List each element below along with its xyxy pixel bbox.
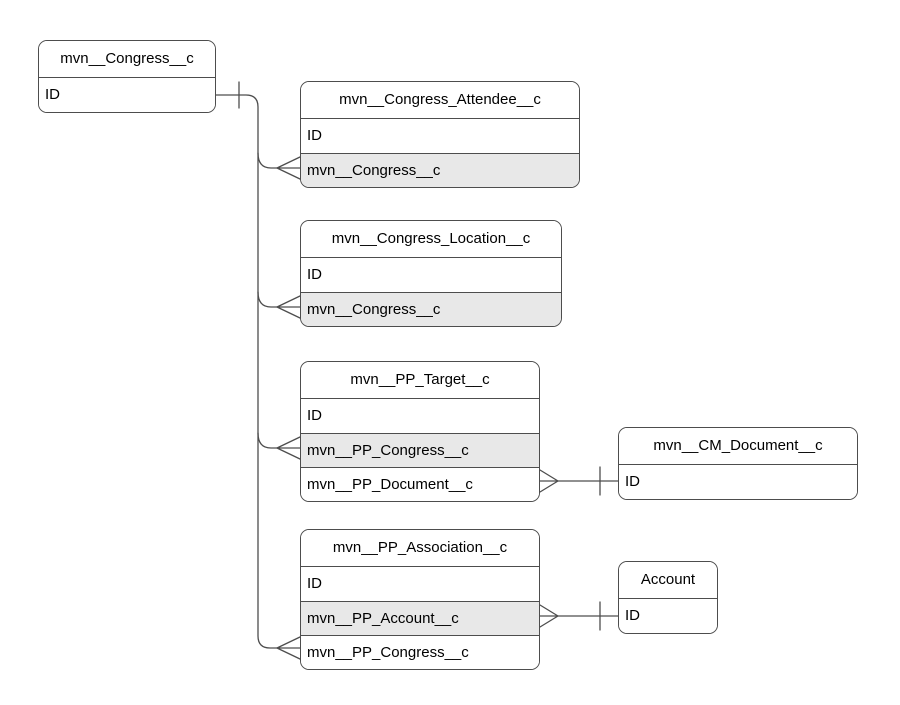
entity-pp-target: mvn__PP_Target__c ID mvn__PP_Congress__c…: [300, 361, 540, 502]
entity-congress-attendee: mvn__Congress_Attendee__c ID mvn__Congre…: [300, 81, 580, 188]
crows-foot-many-icon: [276, 436, 301, 460]
connector-pp-target-to-cm-document: [539, 466, 619, 496]
field-row: ID: [301, 399, 539, 433]
connector-pp-association-to-account: [539, 601, 619, 631]
entity-cm-document: mvn__CM_Document__c ID: [618, 427, 858, 500]
entity-congress-location: mvn__Congress_Location__c ID mvn__Congre…: [300, 220, 562, 327]
field-row: ID: [301, 258, 561, 292]
entity-title: mvn__Congress_Attendee__c: [301, 82, 579, 119]
field-row: mvn__PP_Congress__c: [301, 635, 539, 669]
connector-line: [215, 94, 278, 649]
entity-congress: mvn__Congress__c ID: [38, 40, 216, 113]
field-row: mvn__Congress__c: [301, 292, 561, 326]
field-row: ID: [39, 78, 215, 112]
crows-foot-many-icon: [539, 469, 559, 493]
field-row: ID: [619, 599, 717, 633]
entity-title: Account: [619, 562, 717, 599]
crows-foot-many-icon: [276, 156, 301, 180]
field-row: ID: [301, 119, 579, 153]
field-row: mvn__PP_Document__c: [301, 467, 539, 501]
connector-congress-to-attendee: [257, 152, 301, 180]
connector-congress-trunk: [215, 81, 278, 649]
field-row: mvn__Congress__c: [301, 153, 579, 187]
connector-congress-to-pp-association: [276, 636, 301, 660]
entity-account: Account ID: [618, 561, 718, 634]
connector-line: [257, 291, 278, 308]
field-row: mvn__PP_Account__c: [301, 601, 539, 635]
crows-foot-many-icon: [276, 295, 301, 319]
crows-foot-many-icon: [276, 636, 301, 660]
entity-title: mvn__Congress__c: [39, 41, 215, 78]
connector-line: [257, 152, 278, 169]
crows-foot-many-icon: [539, 604, 559, 628]
entity-title: mvn__Congress_Location__c: [301, 221, 561, 258]
connector-congress-to-pp-target: [257, 432, 301, 460]
field-row: ID: [619, 465, 857, 499]
entity-title: mvn__PP_Association__c: [301, 530, 539, 567]
field-row: mvn__PP_Congress__c: [301, 433, 539, 467]
entity-title: mvn__PP_Target__c: [301, 362, 539, 399]
connector-line: [257, 432, 278, 449]
entity-title: mvn__CM_Document__c: [619, 428, 857, 465]
connector-congress-to-location: [257, 291, 301, 319]
entity-pp-association: mvn__PP_Association__c ID mvn__PP_Accoun…: [300, 529, 540, 670]
field-row: ID: [301, 567, 539, 601]
